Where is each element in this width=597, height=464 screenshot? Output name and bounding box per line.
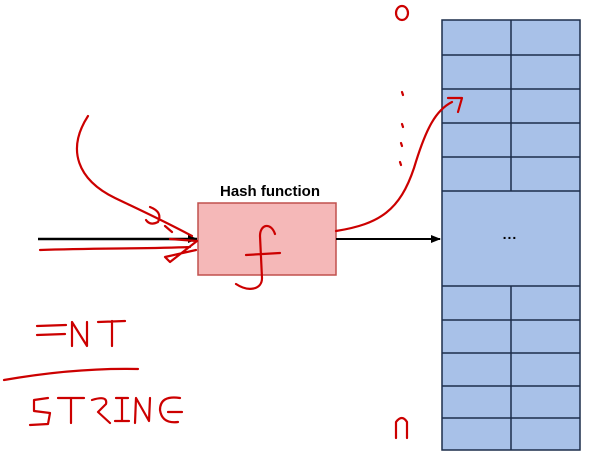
hash-function-title: Hash function (220, 183, 320, 200)
handwritten-input-strokes (38, 224, 199, 264)
hash-table (441, 19, 581, 451)
hash-function-box (197, 202, 337, 276)
handwritten-output-curve (334, 96, 464, 233)
handwritten-f (234, 224, 282, 290)
handwritten-string (28, 396, 184, 427)
handwritten-curve-into-function (75, 114, 194, 238)
handwritten-annotations (2, 4, 464, 440)
table-ellipsis: ... (502, 226, 518, 242)
handwritten-divider (2, 367, 140, 382)
handwritten-int (35, 319, 127, 348)
handwritten-dots (398, 90, 405, 167)
handwritten-index-0 (394, 4, 410, 22)
handwritten-index-n (394, 416, 409, 440)
